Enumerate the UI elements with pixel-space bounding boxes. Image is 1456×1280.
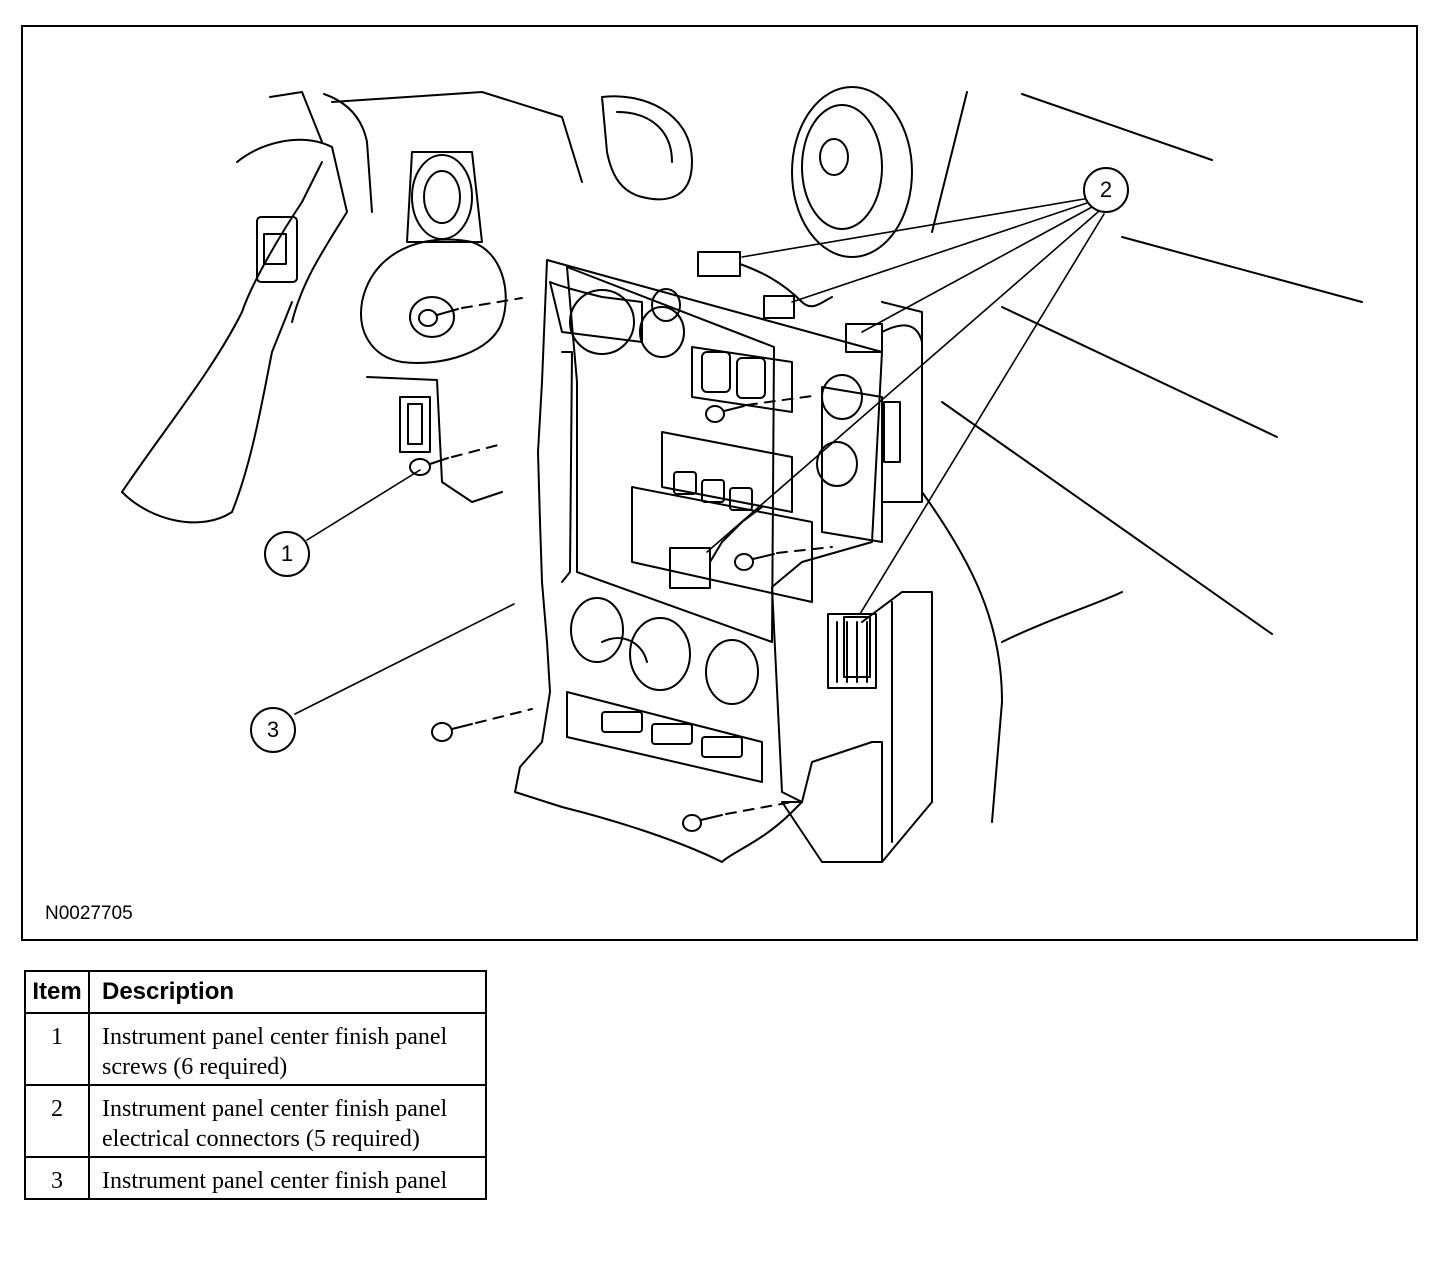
table-row: 1 Instrument panel center finish panel s… <box>24 1012 487 1086</box>
dashboard-outline <box>921 91 1363 823</box>
lower-console <box>781 591 933 863</box>
callout-2: 2 <box>1083 167 1129 213</box>
screws <box>409 297 833 832</box>
callout-3: 3 <box>250 707 296 753</box>
screw <box>431 722 473 742</box>
callout-1: 1 <box>264 531 310 577</box>
screw <box>418 308 459 327</box>
screw <box>705 405 745 423</box>
figure-id: N0027705 <box>45 903 133 924</box>
description-column-header: Description <box>88 970 487 1014</box>
item-number: 3 <box>24 1156 90 1200</box>
item-description: Instrument panel center finish panel <box>88 1156 487 1200</box>
figure-frame: 1 2 3 N0027705 <box>21 25 1418 941</box>
steering-column <box>121 91 583 524</box>
item-description: Instrument panel center finish panel scr… <box>88 1012 487 1086</box>
table-header-row: Item Description <box>24 970 487 1014</box>
screw <box>734 553 775 571</box>
center-finish-panel <box>514 259 883 863</box>
exploded-view-illustration <box>121 86 1363 863</box>
item-number: 1 <box>24 1012 90 1086</box>
table-row: 3 Instrument panel center finish panel <box>24 1156 487 1200</box>
item-legend-table: Item Description 1 Instrument panel cent… <box>24 970 487 1200</box>
cluster-gauges <box>406 86 913 258</box>
item-description: Instrument panel center finish panel ele… <box>88 1084 487 1158</box>
screw <box>682 814 723 832</box>
table-row: 2 Instrument panel center finish panel e… <box>24 1084 487 1158</box>
item-number: 2 <box>24 1084 90 1158</box>
electrical-connectors <box>669 251 923 678</box>
screw <box>409 457 449 476</box>
callout-leaders <box>294 197 1105 715</box>
item-column-header: Item <box>24 970 90 1014</box>
radio-module <box>631 301 923 603</box>
ignition-area <box>360 238 507 503</box>
